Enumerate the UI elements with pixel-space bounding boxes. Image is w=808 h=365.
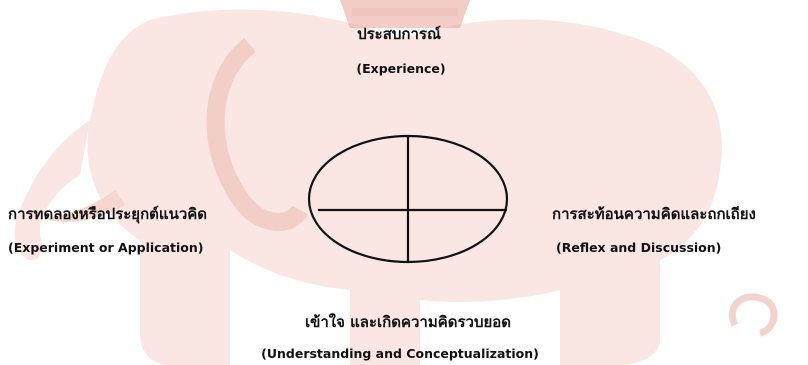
understanding-english-label: (Understanding and Conceptualization)	[261, 346, 539, 361]
experiment-english-label: (Experiment or Application)	[8, 240, 203, 255]
experiment-thai-label: การทดลองหรือประยุกต์แนวคิด	[8, 202, 207, 226]
experience-english-label: (Experience)	[356, 61, 445, 76]
reflection-thai-label: การสะท้อนความคิดและถกเถียง	[552, 202, 756, 226]
reflection-english-label: (Reflex and Discussion)	[556, 240, 721, 255]
experience-thai-label: ประสบการณ์	[357, 22, 441, 46]
understanding-thai-label: เข้าใจ และเกิดความคิดรวบยอด	[305, 310, 511, 334]
